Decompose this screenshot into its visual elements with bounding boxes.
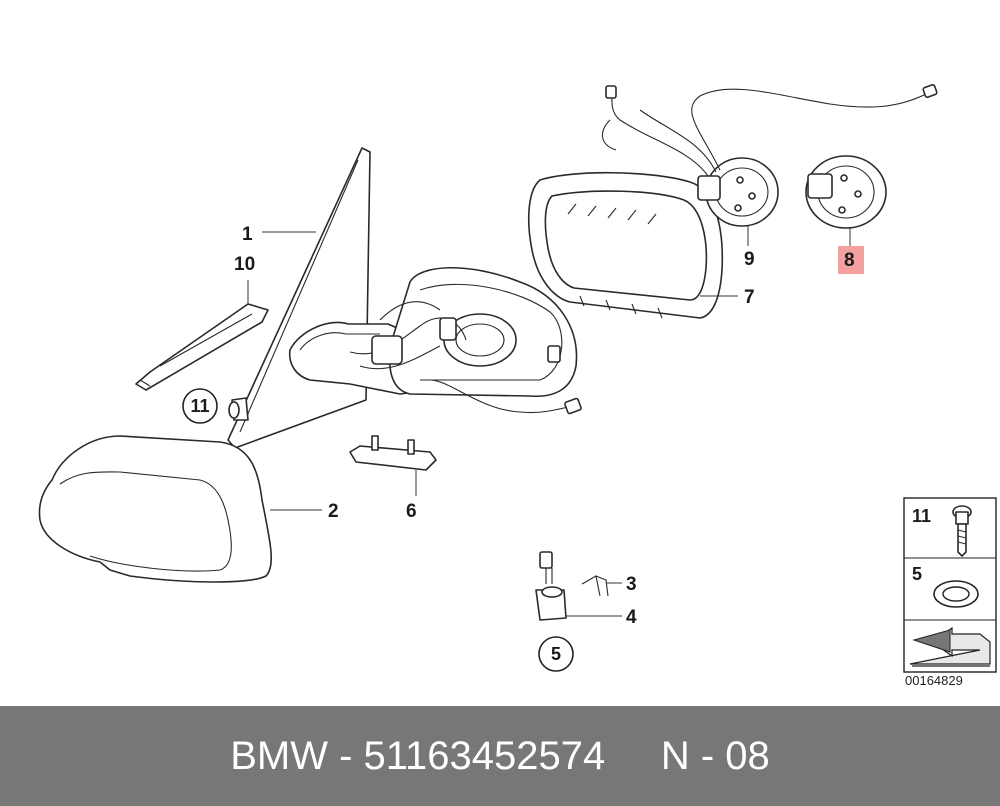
bolt-icon — [952, 505, 972, 557]
brand-name: BMW — [230, 733, 328, 778]
callout-6: 6 — [406, 501, 417, 522]
callout-3: 3 — [626, 574, 637, 595]
direction-arrow-icon — [909, 626, 991, 667]
mirror-glass-part — [227, 147, 371, 449]
parts-diagram: 1 10 11 2 6 7 9 8 3 4 5 11 5 — [38, 84, 997, 673]
svg-text:11: 11 — [190, 396, 209, 416]
svg-text:3: 3 — [626, 574, 637, 595]
footer-bar: BMW - 51163452574 N - 08 — [0, 706, 1000, 806]
mirror-frame-part — [388, 266, 578, 398]
callout-10: 10 — [234, 254, 255, 275]
callout-5: 5 — [538, 636, 574, 672]
connector-clip-part — [581, 575, 609, 597]
mirror-motor-part — [601, 84, 938, 227]
callout-11: 11 — [182, 388, 218, 424]
mirror-motor-alt-part — [805, 155, 887, 229]
svg-text:5: 5 — [551, 644, 561, 664]
part-number: 51163452574 — [363, 733, 606, 778]
trim-strip-part — [135, 303, 269, 391]
washer-icon — [933, 580, 979, 608]
diagram-id: 00164829 — [905, 673, 963, 688]
callout-7: 7 — [744, 287, 755, 308]
heater-connector-part — [535, 551, 567, 621]
callout-8-highlighted: 8 — [838, 246, 864, 274]
mirror-cable-part — [349, 301, 582, 415]
gap — [605, 734, 661, 779]
mirror-cover-part — [38, 435, 273, 583]
svg-text:11: 11 — [912, 506, 931, 526]
callout-2: 2 — [328, 501, 339, 522]
svg-text:10: 10 — [234, 254, 255, 275]
svg-text:7: 7 — [744, 287, 755, 308]
svg-text:5: 5 — [912, 564, 922, 584]
svg-text:4: 4 — [626, 607, 637, 628]
mounting-clip-part — [349, 435, 437, 471]
legend-item-bolt: 11 — [912, 505, 972, 557]
leader-lines — [247, 226, 851, 617]
callout-9: 9 — [744, 249, 755, 270]
svg-text:8: 8 — [844, 250, 855, 271]
mirror-surround-part — [527, 171, 724, 319]
svg-text:2: 2 — [328, 501, 339, 522]
legend-item-washer: 5 — [912, 564, 979, 608]
svg-text:6: 6 — [406, 501, 417, 522]
svg-text:9: 9 — [744, 249, 755, 270]
callout-1: 1 — [242, 224, 253, 245]
separator: - — [327, 733, 364, 778]
legend-box: 11 5 — [903, 497, 997, 673]
position-label: N - 08 — [660, 733, 770, 778]
svg-text:1: 1 — [242, 224, 253, 245]
callout-4: 4 — [626, 607, 637, 628]
